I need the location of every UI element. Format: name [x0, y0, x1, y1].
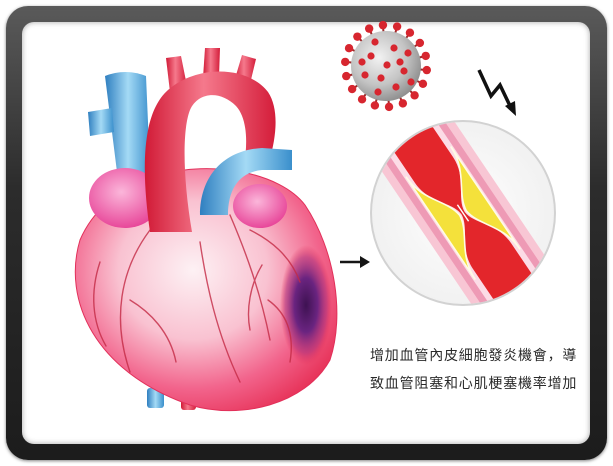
- caption-line-1: 增加血管內皮細胞發炎機會，導: [370, 342, 588, 370]
- lightning-bolt: [479, 70, 511, 108]
- virus-surface-protein: [396, 58, 403, 65]
- virus-spike: [348, 85, 356, 93]
- virus-spike: [341, 58, 349, 66]
- virus-spike: [399, 99, 407, 107]
- virus-spike: [353, 32, 361, 40]
- caption-line-2: 致血管阻塞和心肌梗塞機率增加: [370, 370, 588, 398]
- virus-surface-protein: [392, 83, 399, 90]
- lightning-tip: [505, 101, 516, 116]
- virus-spike: [371, 101, 379, 109]
- virus-surface-protein: [377, 74, 384, 81]
- virus-surface-protein: [367, 52, 374, 59]
- virus-surface-protein: [358, 58, 365, 65]
- virus-spike: [345, 44, 353, 52]
- arrow-right-icon: [340, 256, 370, 268]
- virus-surface-protein: [407, 78, 414, 85]
- virus-surface-protein: [371, 38, 378, 45]
- virus-spike: [385, 103, 393, 111]
- virus-spike: [422, 52, 430, 60]
- lightning-icon: [479, 70, 516, 116]
- virus-surface-protein: [404, 49, 411, 56]
- virus-spike: [365, 24, 373, 32]
- virus-surface-protein: [400, 67, 407, 74]
- arrow-head: [360, 256, 370, 268]
- caption-text: 增加血管內皮細胞發炎機會，導 致血管阻塞和心肌梗塞機率增加: [370, 342, 588, 398]
- virus-surface-protein: [383, 61, 390, 68]
- left-atrium: [233, 184, 287, 228]
- virus-spike: [358, 95, 366, 103]
- virus-surface-protein: [374, 88, 381, 95]
- virus-spike: [393, 22, 401, 30]
- virus-icon: [341, 21, 431, 111]
- virus-surface-protein: [361, 71, 368, 78]
- infarct-area: [280, 245, 332, 365]
- virus-spike: [410, 91, 418, 99]
- heart-illustration: [75, 48, 337, 411]
- virus-surface-protein: [390, 44, 397, 51]
- virus-spike: [379, 21, 387, 29]
- vena-cava-branch: [88, 108, 114, 136]
- virus-spike: [416, 39, 424, 47]
- virus-spike: [423, 66, 431, 74]
- artery-cross-section: [348, 72, 578, 353]
- virus-spike: [419, 80, 427, 88]
- virus-spike: [406, 29, 414, 37]
- virus-spike: [342, 72, 350, 80]
